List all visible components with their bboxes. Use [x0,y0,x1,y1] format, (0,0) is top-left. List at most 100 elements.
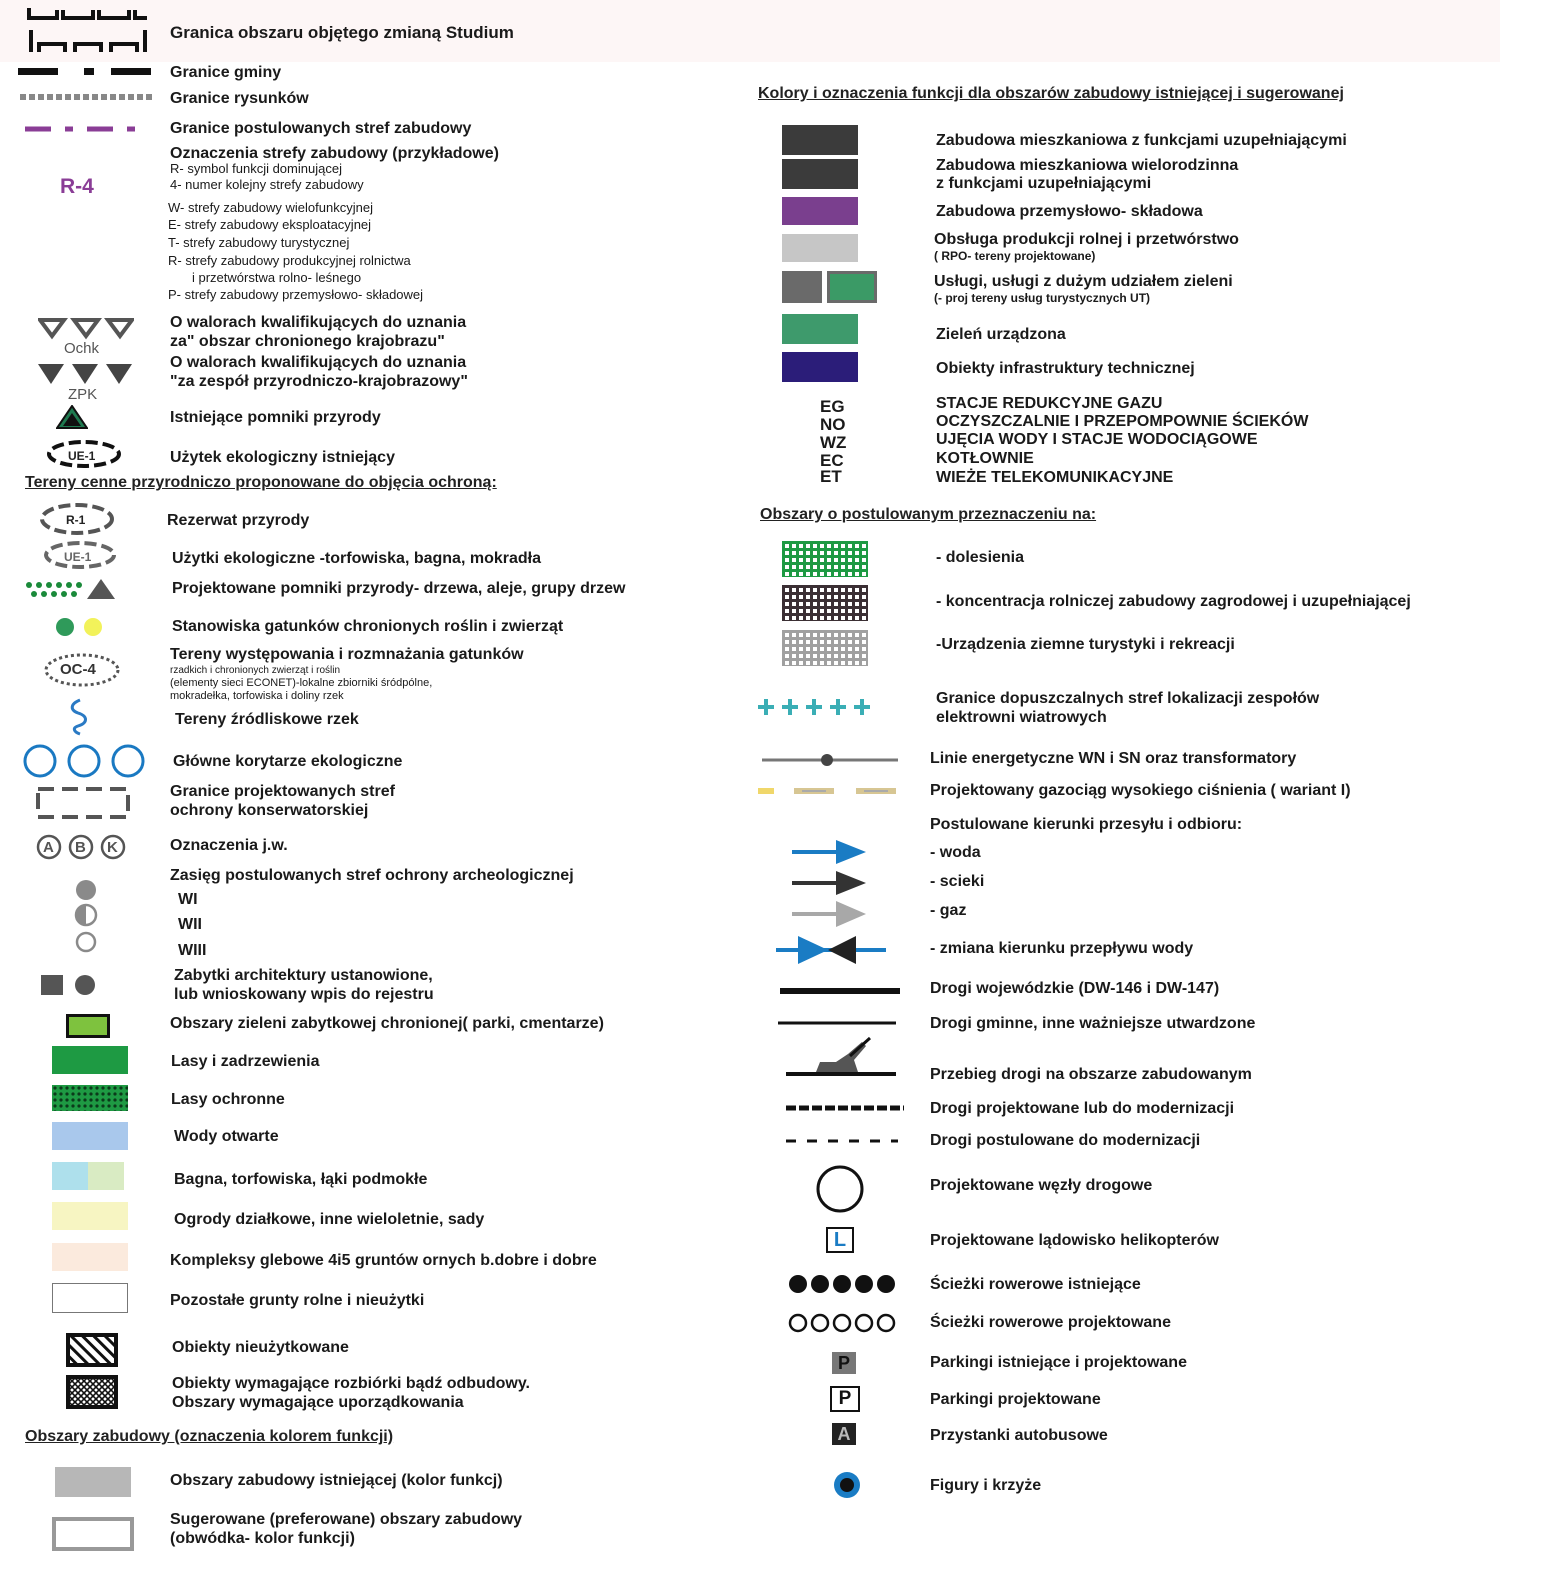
code-eg-label: STACJE REDUKCYJNE GAZU [936,395,1163,412]
afforest-swatch [782,541,868,577]
breeding-text-2: rzadkich i chronionych zwierząt i roślin [170,665,341,676]
conservation-text-1: Granice projektowanych stref [170,783,395,800]
heliport-label: Projektowane lądowisko helikopterów [930,1232,1219,1249]
marks-same-label: Oznaczenia j.w. [170,837,288,854]
flow-change-icon [776,936,886,964]
archaeo-wiii: WIII [178,942,207,959]
zone-t: T- strefy zabudowy turystycznej [168,235,350,250]
code-wz: WZ [820,433,847,452]
power-lines-icon [762,754,898,766]
local-roads-label: Drogi gminne, inne ważniejsze utwardzone [930,1015,1256,1032]
study-border-label: Granica obszaru objętego zmianą Studium [170,23,514,42]
spring-icon [70,698,87,736]
code-no-label: OCZYSZCZALNIE I PRZEPOMPOWNIE ŚCIEKÓW [936,413,1309,430]
conservation-zones-icon [36,787,130,819]
protective-forests-swatch [52,1085,128,1111]
open-waters-swatch [52,1122,128,1150]
gas-arrow-icon [792,901,866,927]
species-sites-label: Stanowiska gatunków chronionych roślin i… [172,618,564,635]
reserve-label: Rezerwat przyrody [167,512,310,529]
code-et-label: WIEŻE TELEKOMUNIKACYJNE [936,469,1174,486]
monuments-text-2: lub wnioskowany wpis do rejestru [174,986,434,1003]
bike-projected-icon [788,1313,896,1333]
green-swatch [782,314,858,344]
eco-lands-icon [44,541,116,569]
zone-marks-r: R- symbol funkcji dominującej [170,161,342,176]
bus-stop-icon: A [832,1423,856,1445]
farm-concentration-label: - koncentracja rolniczej zabudowy zagrod… [936,593,1411,610]
parking-projected-letter: P [838,1388,852,1409]
multifamily-swatch [782,159,858,189]
industrial-swatch [782,197,858,225]
afforest-label: - dolesienia [936,549,1025,566]
residential-label: Zabudowa mieszkaniowa z funkcjami uzupeł… [936,132,1347,149]
municipality-border-symbol [18,68,151,75]
services-swatch [782,271,822,303]
junction-icon [816,1165,864,1213]
bike-projected-label: Ścieżki rowerowe projektowane [930,1314,1171,1331]
gardens-label: Ogrody działkowe, inne wieloletnie, sady [174,1211,485,1228]
figures-label: Figury i krzyże [930,1477,1042,1494]
gas-pipeline-label: Projektowany gazociąg wysokiego ciśnieni… [930,782,1351,799]
services-text-1: Usługi, usługi z dużym udziałem zieleni [934,273,1233,290]
colors-heading: Kolory i oznaczenia funkcji dla obszarów… [758,85,1344,102]
wind-zones-icon [758,699,870,715]
road-builtup-label: Przebieg drogi na obszarze zabudowanym [930,1066,1252,1083]
bike-existing-icon [789,1275,895,1293]
other-land-label: Pozostałe grunty rolne i nieużytki [170,1292,425,1309]
zpk-triangles-icon [38,364,132,384]
historic-green-label: Obszary zieleni zabytkowej chronionej( p… [170,1015,604,1032]
heliport-icon: L [826,1227,854,1253]
abk-icon [36,834,126,860]
earthworks-label: -Urządzenia ziemne turystyki i rekreacji [936,636,1235,653]
figures-crosses-icon [834,1472,860,1498]
power-lines-label: Linie energetyczne WN i SN oraz transfor… [930,750,1297,767]
eco-existing-icon [47,440,121,468]
farm-concentration-swatch [782,585,868,621]
code-ec: EC [820,451,844,470]
agri-text-2: ( RPO- tereny projektowane) [934,249,1096,263]
zone-r2: i przetwórstwa rolno- leśnego [192,270,362,285]
unused-objects-icon [66,1333,118,1367]
services-text-2: (- proj tereny usług turystycznych UT) [934,291,1151,305]
eco-existing-label: Użytek ekologiczny istniejący [170,449,395,466]
reserve-code: R-1 [66,513,86,527]
archaeo-label: Zasięg postulowanych stref ochrony arche… [170,867,574,884]
breeding-text-1: Tereny występowania i rozmnażania gatunk… [170,646,524,663]
multifamily-text-1: Zabudowa mieszkaniowa wielorodzinna [936,157,1239,174]
built-areas-heading: Obszary zabudowy (oznaczenia kolorem fun… [25,1428,394,1445]
soils-swatch [52,1243,128,1271]
species-sites-icon [56,618,102,636]
marshes-label: Bagna, torfowiska, łąki podmokłe [174,1171,428,1188]
protective-forests-label: Lasy ochronne [171,1091,285,1108]
roads-postulated-icon [786,1139,898,1143]
forests-swatch [52,1046,128,1074]
abk-b: B [75,839,86,856]
flows-label: Postulowane kierunki przesyłu i odbioru: [930,816,1243,833]
marshes-swatch-2 [88,1162,124,1190]
multifamily-text-2: z funkcjami uzupełniającymi [936,175,1152,192]
natural-monuments-label: Istniejące pomniki przyrody [170,409,381,426]
built-existing-swatch [55,1467,131,1497]
breeding-areas-icon [44,653,120,687]
parking-both-letter: P [837,1353,850,1373]
purpose-heading: Obszary o postulowanym przeznaczeniu na: [760,506,1097,523]
bus-stops-label: Przystanki autobusowe [930,1427,1108,1444]
zone-w: W- strefy zabudowy wielofunkcyjnej [168,200,373,215]
water-arrow-icon [792,840,866,864]
industrial-label: Zabudowa przemysłowo- składowa [936,203,1203,220]
breeding-code: OC-4 [60,661,96,678]
marshes-swatch [52,1162,88,1190]
zone-e: E- strefy zabudowy eksploatacyjnej [168,217,372,232]
eco-lands-label: Użytki ekologiczne -torfowiska, bagna, m… [172,550,541,567]
header-band [0,0,1500,62]
demolition-icon [66,1375,118,1409]
archaeo-wii: WII [178,916,202,933]
code-eg: EG [820,397,845,416]
conservation-text-2: ochrony konserwatorskiej [170,802,369,819]
sewage-arrow-icon [792,871,866,895]
suggested-text-2: (obwódka- kolor funkcji) [170,1530,355,1547]
valuable-areas-heading: Tereny cenne przyrodniczo proponowane do… [25,474,497,491]
green-label: Zieleń urządzona [936,326,1066,343]
zone-symbol-r4: R-4 [60,175,94,198]
